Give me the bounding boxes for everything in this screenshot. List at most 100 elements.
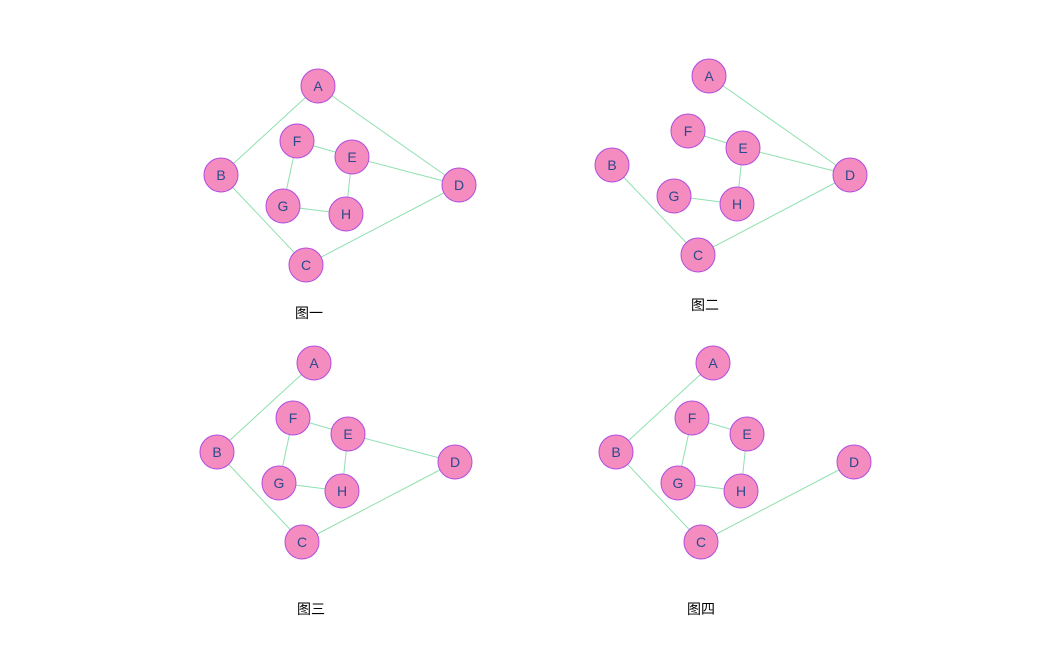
node-label-D: D — [845, 167, 855, 183]
node-circle-B — [199, 434, 235, 470]
node-label-H: H — [732, 196, 742, 212]
node-E: E — [334, 139, 370, 175]
edge-C-D — [700, 461, 855, 543]
node-F: F — [275, 400, 311, 436]
node-C: C — [288, 247, 324, 283]
node-circle-H — [723, 473, 759, 509]
edge-A-D — [317, 85, 460, 186]
node-label-E: E — [343, 426, 352, 442]
graph-4: A B C D E F G H 图四 — [598, 345, 872, 618]
node-label-C: C — [696, 534, 706, 550]
node-label-G: G — [278, 198, 289, 214]
edge-B-C — [220, 174, 307, 266]
node-circle-B — [203, 157, 239, 193]
node-label-G: G — [274, 475, 285, 491]
node-circle-H — [719, 186, 755, 222]
node-label-C: C — [297, 534, 307, 550]
node-label-C: C — [693, 247, 703, 263]
edge-C-D — [305, 184, 460, 266]
node-label-H: H — [341, 206, 351, 222]
node-label-E: E — [742, 426, 751, 442]
node-D: D — [437, 444, 473, 480]
node-circle-A — [691, 58, 727, 94]
node-label-A: A — [313, 78, 323, 94]
node-circle-E — [725, 130, 761, 166]
node-H: H — [328, 196, 364, 232]
node-circle-C — [680, 237, 716, 273]
edge-A-B — [220, 85, 319, 176]
node-label-F: F — [293, 133, 302, 149]
caption-graph-4: 图四 — [687, 602, 715, 618]
node-C: C — [284, 524, 320, 560]
node-F: F — [674, 400, 710, 436]
edge-B-C — [615, 451, 702, 543]
caption-graph-2: 图二 — [691, 298, 719, 314]
node-A: A — [695, 345, 731, 381]
node-label-F: F — [688, 410, 697, 426]
node-circle-G — [660, 465, 696, 501]
node-circle-A — [300, 68, 336, 104]
node-circle-F — [279, 123, 315, 159]
node-circle-F — [670, 113, 706, 149]
node-B: B — [199, 434, 235, 470]
node-C: C — [683, 524, 719, 560]
node-circle-D — [832, 157, 868, 193]
node-label-B: B — [212, 444, 221, 460]
node-A: A — [296, 345, 332, 381]
node-label-G: G — [673, 475, 684, 491]
graph-3: A B C D E F G H 图三 — [199, 345, 473, 618]
node-B: B — [594, 147, 630, 183]
node-label-D: D — [450, 454, 460, 470]
graph-2: A B C D E F G H 图二 — [594, 58, 868, 314]
edge-B-C — [216, 451, 303, 543]
node-label-A: A — [704, 68, 714, 84]
node-label-C: C — [301, 257, 311, 273]
node-E: E — [725, 130, 761, 166]
node-circle-A — [695, 345, 731, 381]
node-G: G — [660, 465, 696, 501]
node-circle-D — [441, 167, 477, 203]
edge-C-D — [301, 461, 456, 543]
node-label-B: B — [607, 157, 616, 173]
node-G: G — [261, 465, 297, 501]
node-circle-C — [284, 524, 320, 560]
node-circle-F — [275, 400, 311, 436]
node-circle-G — [656, 178, 692, 214]
node-circle-A — [296, 345, 332, 381]
node-G: G — [656, 178, 692, 214]
caption-graph-3: 图三 — [297, 602, 325, 618]
node-A: A — [691, 58, 727, 94]
node-circle-E — [334, 139, 370, 175]
edge-D-E — [347, 433, 456, 463]
node-B: B — [203, 157, 239, 193]
node-B: B — [598, 434, 634, 470]
node-circle-E — [330, 416, 366, 452]
edge-B-C — [611, 164, 699, 256]
node-label-A: A — [309, 355, 319, 371]
node-circle-F — [674, 400, 710, 436]
node-circle-E — [729, 416, 765, 452]
node-E: E — [330, 416, 366, 452]
node-circle-G — [265, 188, 301, 224]
node-circle-D — [437, 444, 473, 480]
node-label-E: E — [738, 140, 747, 156]
node-label-G: G — [669, 188, 680, 204]
node-C: C — [680, 237, 716, 273]
node-label-B: B — [216, 167, 225, 183]
edge-C-D — [697, 174, 851, 256]
node-label-A: A — [708, 355, 718, 371]
node-D: D — [832, 157, 868, 193]
node-F: F — [670, 113, 706, 149]
node-circle-G — [261, 465, 297, 501]
node-label-F: F — [289, 410, 298, 426]
node-H: H — [324, 473, 360, 509]
edge-D-E — [351, 156, 460, 186]
node-label-H: H — [337, 483, 347, 499]
node-label-D: D — [849, 454, 859, 470]
node-label-H: H — [736, 483, 746, 499]
node-circle-D — [836, 444, 872, 480]
node-circle-B — [594, 147, 630, 183]
node-circle-H — [324, 473, 360, 509]
node-label-D: D — [454, 177, 464, 193]
